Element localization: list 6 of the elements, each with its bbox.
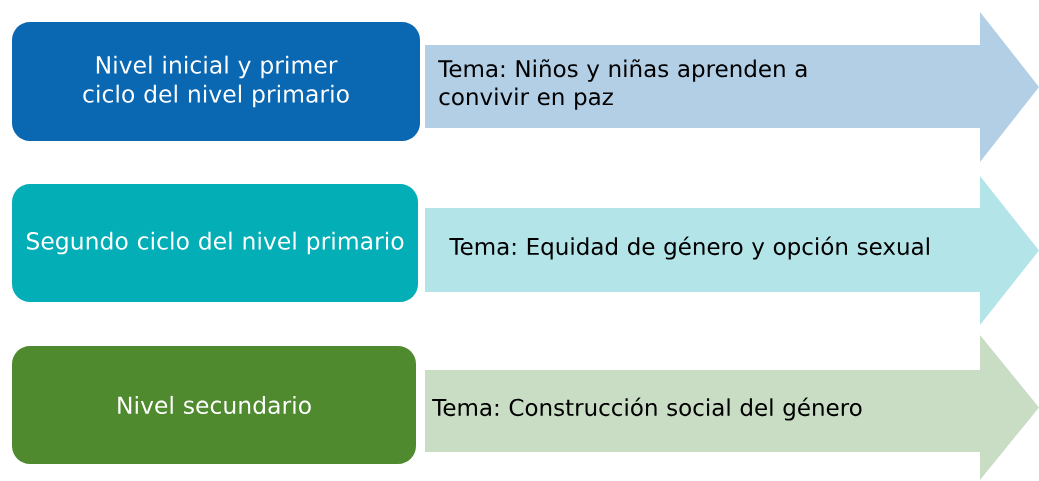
level-box: Nivel inicial y primer ciclo del nivel primario bbox=[12, 22, 420, 141]
topic-banner: Tema: Equidad de género y opción sexual bbox=[425, 176, 1039, 325]
level-box: Segundo ciclo del nivel primario bbox=[12, 184, 418, 302]
level-box: Nivel secundario bbox=[12, 346, 416, 464]
topic-banner: Tema: Construcción social del género bbox=[425, 335, 1039, 480]
topic-banner: Tema: Niños y niñas aprenden a convivir en paz bbox=[425, 12, 1039, 162]
